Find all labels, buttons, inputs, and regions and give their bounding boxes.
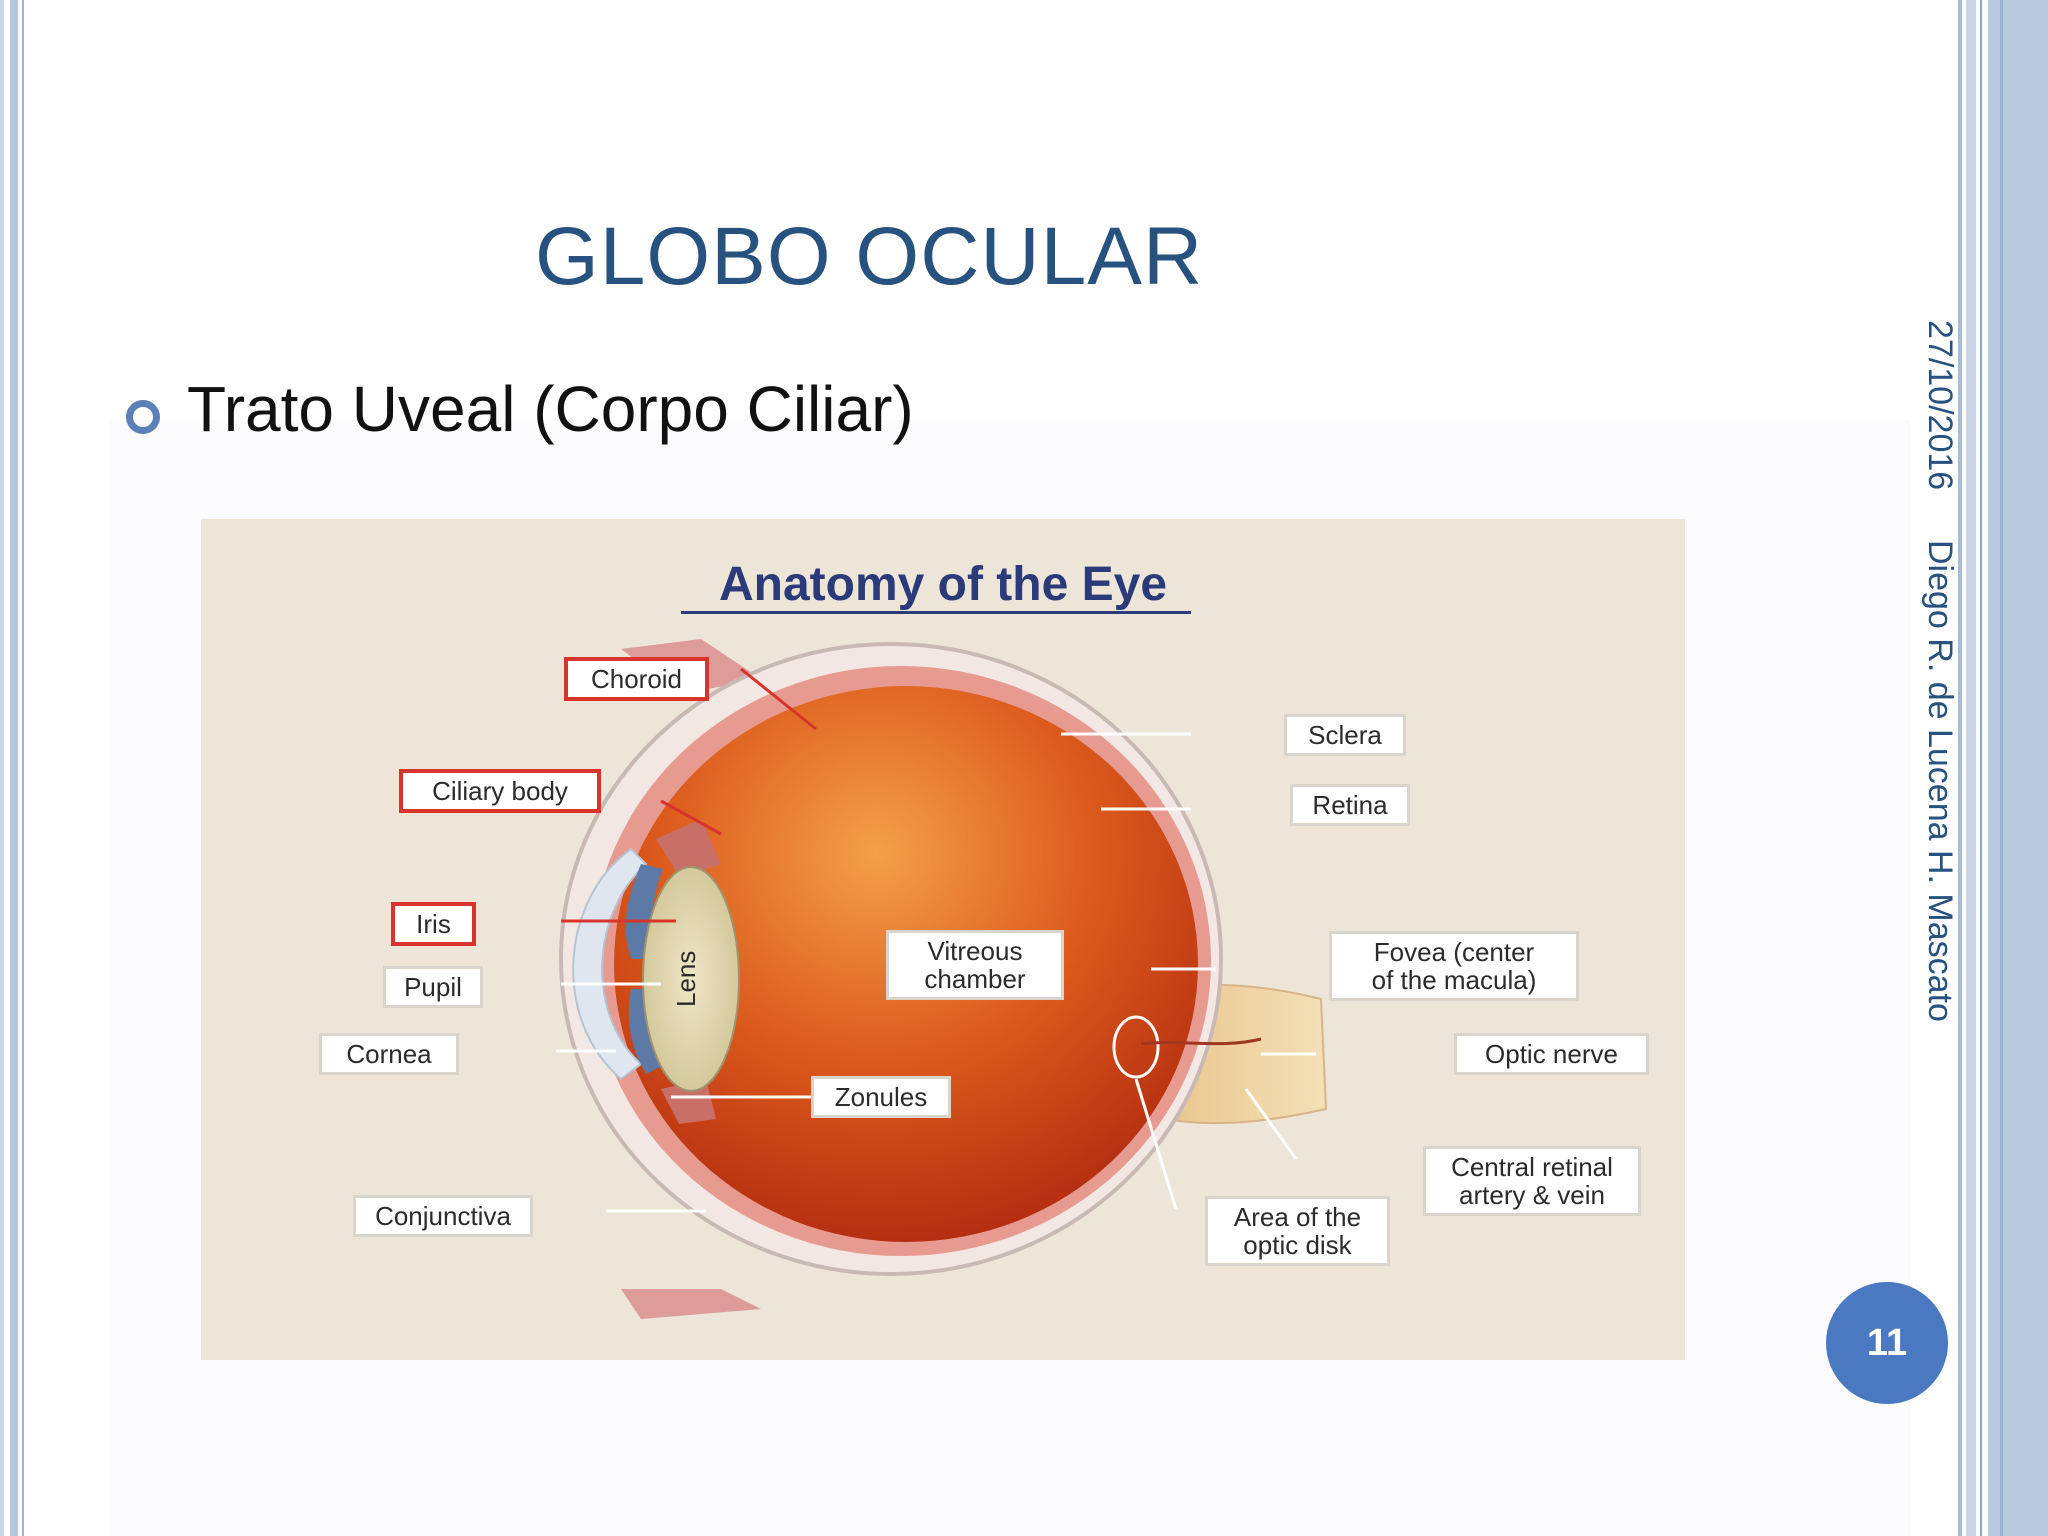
- eye-anatomy-figure: Anatomy of the Eye Choroid Ciliary body …: [201, 519, 1685, 1360]
- lower-muscle: [621, 1289, 761, 1319]
- label-ciliary-body: Ciliary body: [399, 769, 601, 813]
- figure-title: Anatomy of the Eye: [718, 558, 1168, 611]
- label-sclera: Sclera: [1284, 714, 1406, 756]
- label-conjunctiva: Conjunctiva: [353, 1195, 533, 1237]
- label-central-retinal: Central retinal artery & vein: [1423, 1146, 1641, 1216]
- label-fovea-line2: of the macula): [1371, 965, 1537, 995]
- optic-disk-ring: [1112, 1015, 1160, 1079]
- label-retina: Retina: [1290, 784, 1410, 826]
- figure-title-underline: [681, 611, 1191, 614]
- right-border-line: [1958, 0, 1962, 1536]
- retinal-vessel: [1140, 1037, 1262, 1046]
- cornea-shape: [572, 847, 648, 1081]
- label-vitreous-line1: Vitreous: [927, 936, 1023, 966]
- bullet-text: Trato Uveal (Corpo Ciliar): [187, 373, 914, 445]
- slide-title: GLOBO OCULAR: [535, 211, 1204, 302]
- left-border-line: [22, 0, 24, 1536]
- page-number-badge: 11: [1826, 1282, 1948, 1404]
- label-iris: Iris: [391, 902, 476, 946]
- ciliary-pointer: [660, 799, 722, 836]
- label-central-line1: Central retinal: [1451, 1152, 1613, 1182]
- left-border-line: [0, 0, 4, 1536]
- left-border-band: [10, 0, 18, 1536]
- label-optic-disk: Area of the optic disk: [1205, 1196, 1390, 1266]
- ciliary-body-shape: [661, 1079, 716, 1124]
- label-optic-disk-line2: optic disk: [1243, 1230, 1352, 1260]
- right-border-band: [1988, 0, 2048, 1536]
- right-border-band: [1966, 0, 1976, 1536]
- right-border-line: [1980, 0, 1982, 1536]
- ciliary-body-shape: [656, 819, 721, 879]
- label-vitreous-chamber: Vitreous chamber: [886, 930, 1064, 1000]
- label-lens: Lens: [671, 950, 701, 1008]
- right-border-line: [2000, 0, 2003, 1536]
- optic-disk-pointer: [1134, 1078, 1178, 1210]
- slide-author: Diego R. de Lucena H. Mascato: [1921, 540, 1959, 1022]
- label-central-line2: artery & vein: [1459, 1180, 1605, 1210]
- label-pupil: Pupil: [383, 966, 483, 1008]
- central-artery-pointer: [1244, 1088, 1298, 1160]
- label-fovea-line1: Fovea (center: [1373, 937, 1535, 967]
- label-cornea: Cornea: [319, 1033, 459, 1075]
- choroid-pointer: [740, 667, 817, 731]
- page-number: 11: [1866, 1321, 1908, 1364]
- label-choroid: Choroid: [564, 657, 709, 701]
- iris-shape: [625, 864, 663, 959]
- label-optic-disk-line1: Area of the: [1233, 1202, 1362, 1232]
- label-fovea: Fovea (center of the macula): [1329, 931, 1579, 1001]
- label-optic-nerve: Optic nerve: [1454, 1033, 1649, 1075]
- label-zonules: Zonules: [811, 1076, 951, 1118]
- bullet-circle-icon: [126, 400, 160, 434]
- lens-shape: [642, 866, 740, 1092]
- slide-date: 27/10/2016: [1921, 320, 1959, 491]
- label-vitreous-line2: chamber: [924, 964, 1026, 994]
